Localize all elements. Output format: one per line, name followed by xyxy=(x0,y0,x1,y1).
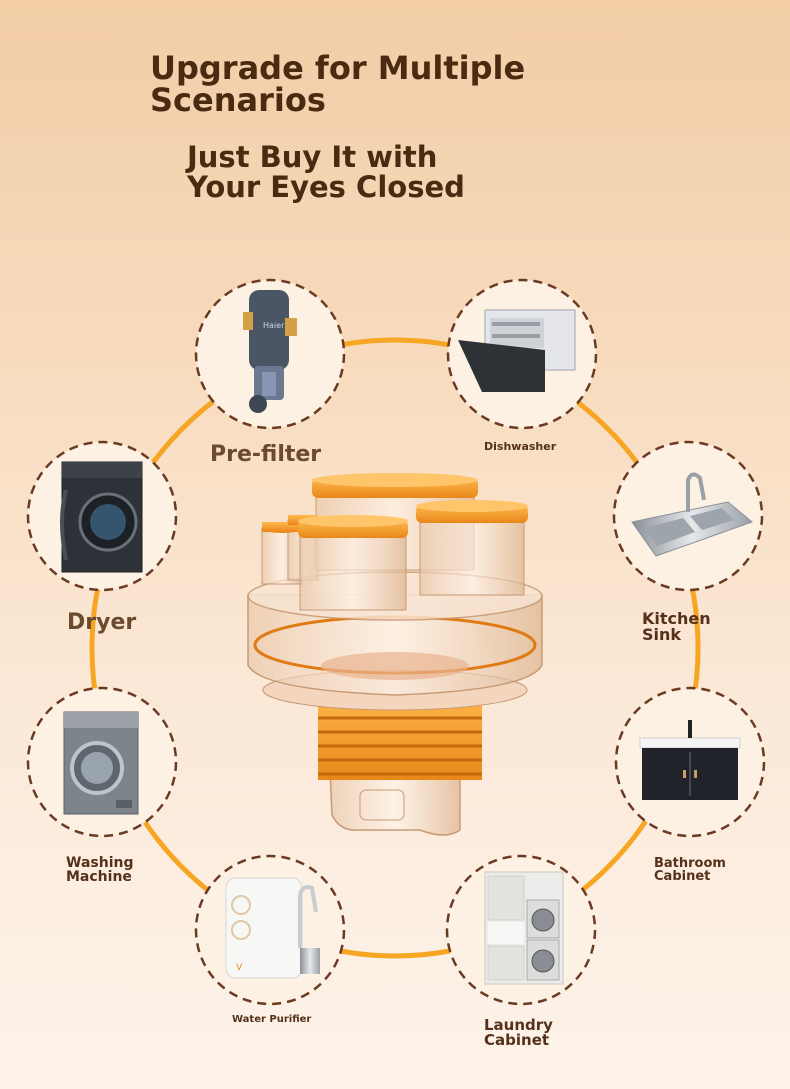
label-laundry-cabinet: Laundry Cabinet xyxy=(484,1016,553,1049)
washing-machine-icon xyxy=(26,686,178,838)
connection-ring xyxy=(89,337,701,959)
dishwasher-icon xyxy=(446,278,598,430)
brand-text: Haier xyxy=(263,321,285,330)
label-dishwasher: Dishwasher xyxy=(484,440,557,453)
label-pre-filter: Pre-filter xyxy=(210,442,322,467)
label-bathroom-cabinet: Bathroom Cabinet xyxy=(654,856,726,884)
svg-text:V: V xyxy=(236,963,243,973)
laundry-cabinet-icon xyxy=(445,854,597,1006)
label-water-purifier: Water Purifier xyxy=(232,1014,312,1025)
label-dryer: Dryer xyxy=(67,610,137,635)
pre-filter-icon: Haier xyxy=(194,278,346,430)
bathroom-cabinet-icon xyxy=(614,686,766,838)
page-title: Upgrade for Multiple Scenarios xyxy=(150,49,526,119)
label-kitchen-sink: Kitchen Sink xyxy=(642,609,711,644)
label-washing-machine: Washing Machine xyxy=(66,855,134,885)
drain-connector-product xyxy=(247,473,543,836)
page-subtitle: Just Buy It with Your Eyes Closed xyxy=(187,140,465,204)
kitchen-sink-icon xyxy=(612,440,764,592)
dryer-icon xyxy=(26,440,178,592)
water-purifier-icon: V xyxy=(194,854,346,1006)
